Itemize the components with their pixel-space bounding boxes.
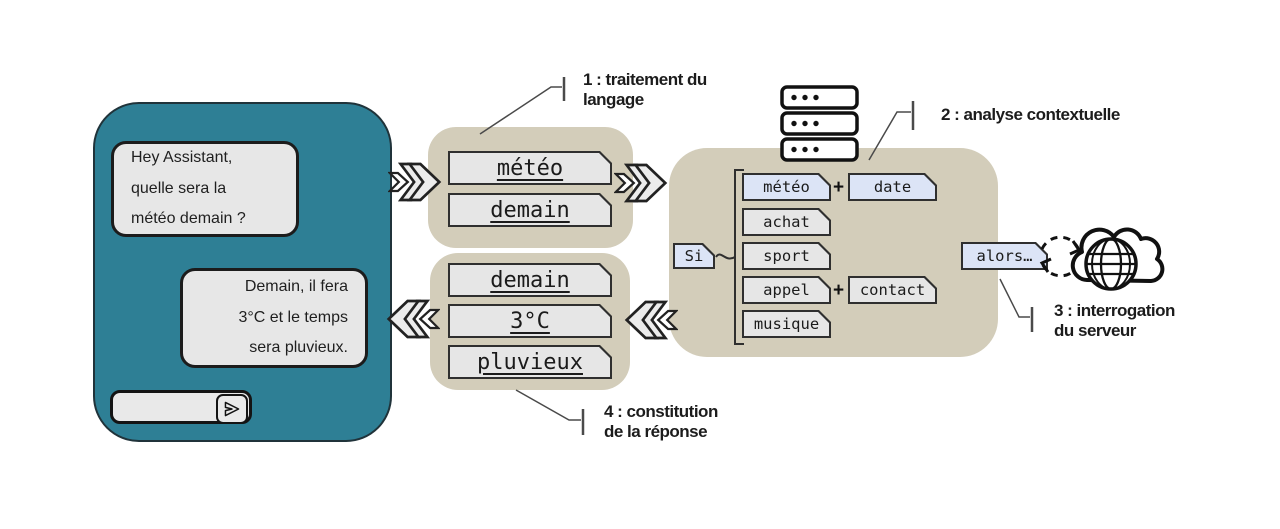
leader-step2 [868, 101, 915, 161]
intent-musique: musique [753, 315, 820, 333]
intent-box-sport: sport [742, 242, 831, 270]
response-temperature: 3°C [510, 308, 550, 334]
step1-label: 1 : traitement du langage [583, 70, 707, 110]
user-message-bubble: Hey Assistant, quelle sera la météo dema… [111, 141, 299, 237]
response-box-temperature: 3°C [448, 304, 612, 338]
response-box-demain: demain [448, 263, 612, 297]
keyword-meteo: météo [496, 155, 564, 181]
user-message-text: Hey Assistant, quelle sera la météo dema… [131, 149, 246, 228]
si-box: Si [673, 243, 715, 269]
keyword-box-meteo: météo [448, 151, 612, 185]
send-button[interactable] [216, 394, 248, 424]
param-box-date: date [848, 173, 937, 201]
intent-achat: achat [763, 213, 810, 231]
flow-arrow-right-2 [614, 163, 668, 203]
alors-box: alors… [961, 242, 1048, 270]
step4-label: 4 : constitution de la réponse [604, 402, 718, 442]
cloud-globe-icon [1039, 227, 1165, 291]
keyword-demain: demain [490, 197, 570, 223]
globe-shape [1084, 237, 1138, 291]
param-contact: contact [859, 281, 926, 299]
si-label: Si [684, 247, 704, 265]
send-icon [224, 401, 240, 417]
rules-bracket [715, 169, 744, 345]
alors-label: alors… [976, 247, 1033, 265]
flow-arrow-right-1 [388, 162, 442, 202]
flow-arrow-left-2 [386, 299, 440, 339]
message-input[interactable] [110, 390, 252, 424]
keyword-box-demain: demain [448, 193, 612, 227]
intent-meteo: météo [763, 178, 810, 196]
param-date: date [873, 178, 912, 196]
assistant-message-bubble: Demain, il fera 3°C et le temps sera plu… [180, 268, 368, 368]
leader-step1 [479, 77, 566, 135]
response-pluvieux: pluvieux [477, 349, 583, 375]
intent-box-achat: achat [742, 208, 831, 236]
step3-label: 3 : interrogation du serveur [1054, 301, 1175, 341]
assistant-message-text: Demain, il fera 3°C et le temps sera plu… [238, 278, 348, 357]
leader-step4 [515, 389, 585, 435]
leader-step3 [999, 278, 1034, 332]
intent-box-musique: musique [742, 310, 831, 338]
intent-box-appel: appel [742, 276, 831, 304]
rules-panel [669, 148, 998, 357]
nlp-panel [428, 127, 633, 248]
step2-label: 2 : analyse contextuelle [941, 105, 1120, 124]
flow-arrow-left-1 [624, 300, 678, 340]
param-box-contact: contact [848, 276, 937, 304]
intent-appel: appel [763, 281, 810, 299]
response-demain: demain [490, 267, 570, 293]
intent-box-meteo: météo [742, 173, 831, 201]
response-box-pluvieux: pluvieux [448, 345, 612, 379]
server-icon [780, 85, 859, 162]
plus-sign-meteo: + [833, 177, 845, 198]
intent-sport: sport [763, 247, 810, 265]
plus-sign-appel: + [833, 280, 845, 301]
